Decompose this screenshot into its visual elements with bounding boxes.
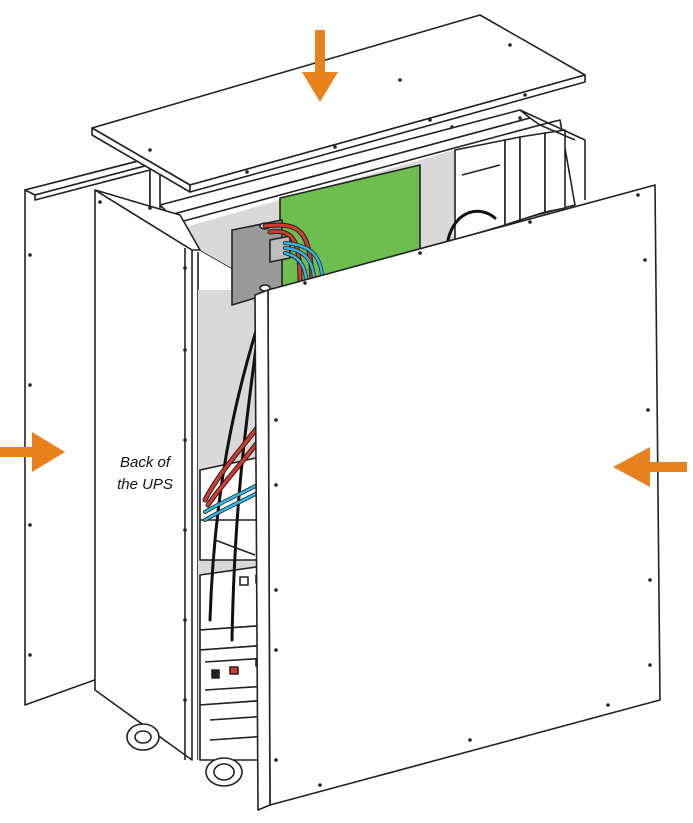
caster-wheels xyxy=(126,723,243,787)
screw-holes xyxy=(28,43,652,787)
back-of-ups-label-line1: Back of xyxy=(119,454,171,471)
back-of-ups-label: Back of the UPS xyxy=(100,452,190,496)
top-cover-panel xyxy=(91,14,586,193)
back-of-ups-label-line2: the UPS xyxy=(117,476,173,493)
arrow-right-icon xyxy=(0,432,65,472)
right-side-panel xyxy=(254,184,661,811)
arrow-down-icon xyxy=(302,30,338,102)
arrow-left-icon xyxy=(613,447,687,487)
